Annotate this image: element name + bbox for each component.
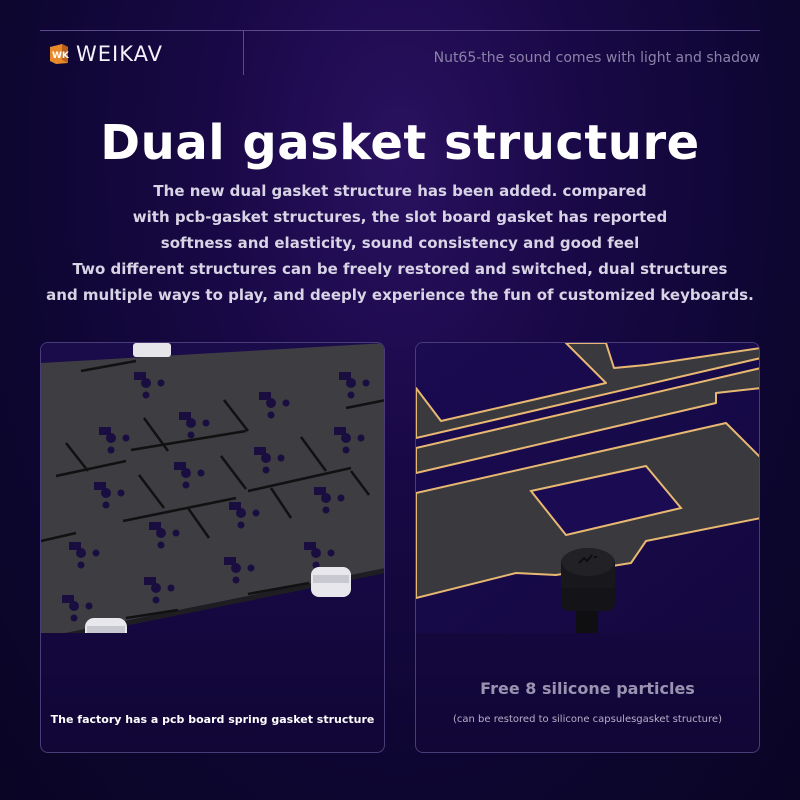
pcb-gasket-caption: The factory has a pcb board spring gaske…: [50, 713, 375, 726]
silicone-particles-caption: (can be restored to silicone capsulesgas…: [453, 714, 722, 725]
description-line: softness and elasticity, sound consisten…: [160, 234, 640, 252]
silicone-gasket-card: Free 8 silicone particles (can be restor…: [415, 342, 760, 753]
svg-text:WK: WK: [52, 51, 70, 61]
description-line: The new dual gasket structure has been a…: [153, 182, 647, 200]
pcb-gasket-card: The factory has a pcb board spring gaske…: [40, 342, 385, 753]
brand-name: WEIKAV: [76, 42, 164, 66]
description-line: Two different structures can be freely r…: [72, 260, 728, 278]
description-line: and multiple ways to play, and deeply ex…: [46, 286, 754, 304]
header-vertical-divider: [243, 30, 244, 75]
slot-board-silicone-gasket-image: [416, 343, 759, 633]
brand-logo: WK WEIKAV: [48, 42, 163, 66]
description-line: with pcb-gasket structures, the slot boa…: [132, 208, 668, 226]
description: The new dual gasket structure has been a…: [0, 178, 800, 308]
silicone-particles-title: Free 8 silicone particles: [480, 679, 695, 698]
pcb-plate-spring-gasket-image: [41, 343, 384, 633]
page-title: Dual gasket structure: [100, 115, 700, 171]
wk-logo-icon: WK: [48, 43, 70, 65]
header-divider-line: [40, 30, 760, 31]
tagline: Nut65-the sound comes with light and sha…: [433, 50, 760, 66]
